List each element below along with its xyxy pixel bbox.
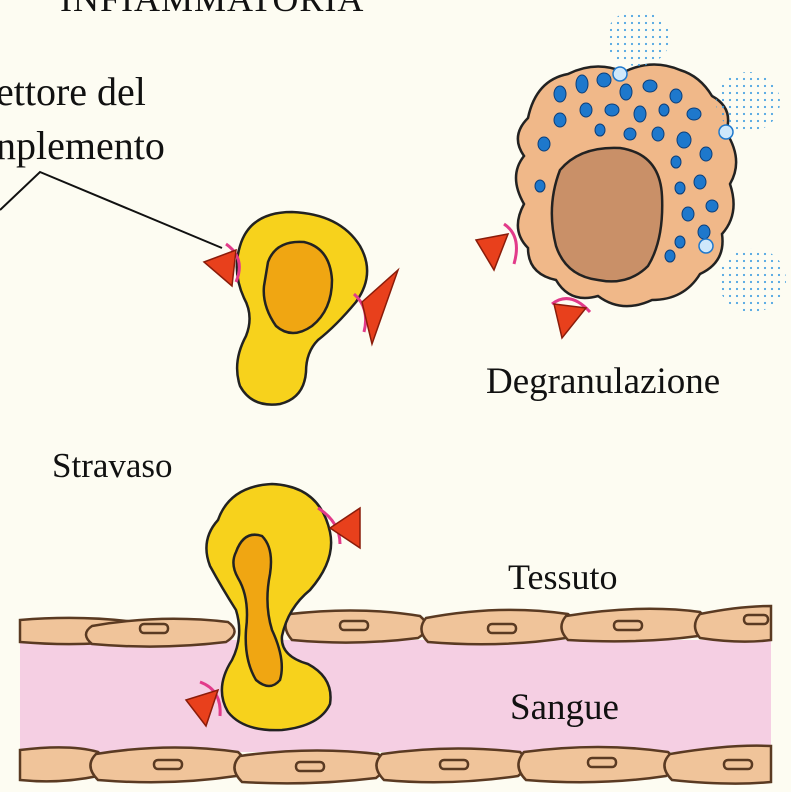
leukocyte-with-receptor <box>0 172 398 405</box>
blood-vessel <box>20 606 771 784</box>
tissue-label: Tessuto <box>508 556 617 598</box>
endothelium-bottom <box>20 746 771 784</box>
receptor-label-line2: nplemento <box>0 122 165 169</box>
complement-triangle <box>362 270 398 344</box>
complement-triangle <box>476 234 508 270</box>
leader-line <box>0 172 222 248</box>
blood-lumen <box>20 640 771 752</box>
receptor-arc <box>504 224 516 264</box>
complement-triangle <box>554 304 586 338</box>
mast-cell-nucleus <box>552 148 662 282</box>
complement-triangle <box>204 250 236 286</box>
endothelium-top <box>20 606 771 647</box>
figure-title: INFIAMMATORIA <box>60 0 364 20</box>
receptor-label-line1: ettore del <box>0 68 146 115</box>
complement-triangle <box>330 508 360 548</box>
mast-cell <box>476 10 786 338</box>
blood-label: Sangue <box>510 686 619 729</box>
extravasation-label: Stravaso <box>52 446 173 486</box>
degranulation-label: Degranulazione <box>486 360 720 403</box>
